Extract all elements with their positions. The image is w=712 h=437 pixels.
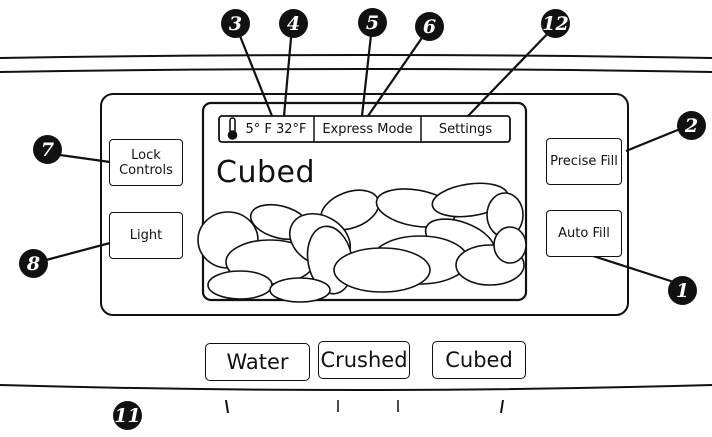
- settings-button[interactable]: Settings: [438, 121, 493, 137]
- callout-7: 7: [33, 135, 62, 164]
- ice-cubes-illustration: [197, 182, 527, 303]
- express-mode-button[interactable]: Express Mode: [322, 121, 413, 137]
- callout-8: 8: [19, 249, 48, 278]
- precise-fill-button[interactable]: Precise Fill: [546, 138, 622, 185]
- callout-6: 6: [415, 12, 444, 41]
- callout-4: 4: [279, 9, 308, 38]
- leader-lines: [45, 25, 691, 287]
- callout-2: 2: [677, 111, 706, 140]
- callout-12: 12: [541, 9, 570, 38]
- callout-1: 1: [668, 276, 697, 305]
- crushed-button[interactable]: Crushed: [318, 341, 410, 379]
- light-button[interactable]: Light: [109, 212, 183, 259]
- cubed-button[interactable]: Cubed: [432, 341, 526, 379]
- water-button[interactable]: Water: [205, 343, 310, 381]
- callout-5: 5: [358, 8, 387, 37]
- callout-3: 3: [221, 9, 250, 38]
- auto-fill-button[interactable]: Auto Fill: [546, 210, 622, 257]
- lock-controls-button[interactable]: Lock Controls: [109, 139, 183, 186]
- callout-11: 11: [113, 401, 142, 430]
- current-mode-title: Cubed: [216, 155, 316, 190]
- thermometer-icon: [227, 117, 238, 140]
- temperature-readout[interactable]: 5° F 32°F: [245, 121, 307, 137]
